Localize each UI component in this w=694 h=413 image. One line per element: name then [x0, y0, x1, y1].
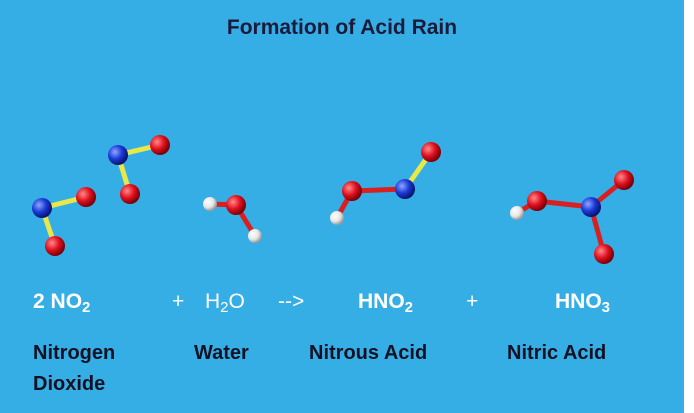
water-molecule	[203, 195, 262, 243]
nitrous-acid-label: Nitrous Acid	[309, 342, 428, 364]
label-line: Nitrogen	[33, 342, 116, 364]
hno3-symbol: HNO	[555, 290, 602, 313]
oxygen-atom	[527, 191, 547, 211]
water-h-symbol: H	[205, 290, 221, 313]
hydrogen-atom	[203, 197, 217, 211]
oxygen-atom	[45, 236, 65, 256]
water-o-symbol: O	[228, 290, 245, 313]
diagram-title: Formation of Acid Rain	[226, 16, 458, 39]
no2-molecule-upper	[108, 135, 170, 204]
reaction-arrow: -->	[278, 290, 305, 313]
no2-molecule-lower	[32, 187, 96, 256]
nitrogen-atom	[581, 197, 601, 217]
label-line: Dioxide	[33, 373, 106, 395]
oxygen-atom	[226, 195, 246, 215]
plus-sign: +	[466, 290, 479, 313]
nitrogen-atom	[395, 179, 415, 199]
oxygen-atom	[120, 184, 140, 204]
nitric-acid-molecule	[510, 170, 634, 264]
nitrogen-atom	[32, 198, 52, 218]
no2-subscript: 2	[82, 299, 91, 316]
nitrogen-dioxide-label: Nitrogen Dioxide	[33, 338, 115, 400]
nitrous-acid-molecule	[330, 142, 441, 225]
hno2-subscript: 2	[404, 299, 414, 316]
hno2-formula: HNO2	[358, 290, 413, 316]
hno2-symbol: HNO	[358, 290, 405, 313]
oxygen-atom	[150, 135, 170, 155]
water-subscript: 2	[220, 299, 229, 316]
plus-sign: +	[172, 290, 185, 313]
nitrogen-atom	[108, 145, 128, 165]
oxygen-atom	[421, 142, 441, 162]
oxygen-atom	[342, 181, 362, 201]
hno3-subscript: 3	[601, 299, 611, 316]
no2-symbol: NO	[50, 290, 83, 313]
no2-coefficient: 2	[33, 290, 45, 313]
water-formula: H2O	[205, 290, 245, 316]
nitric-acid-label: Nitric Acid	[507, 342, 607, 364]
hydrogen-atom	[510, 206, 524, 220]
water-label: Water	[194, 342, 249, 364]
no2-formula: 2 NO2	[33, 290, 90, 316]
hydrogen-atom	[248, 229, 262, 243]
oxygen-atom	[614, 170, 634, 190]
hydrogen-atom	[330, 211, 344, 225]
oxygen-atom	[594, 244, 614, 264]
oxygen-atom	[76, 187, 96, 207]
hno3-formula: HNO3	[555, 290, 610, 316]
